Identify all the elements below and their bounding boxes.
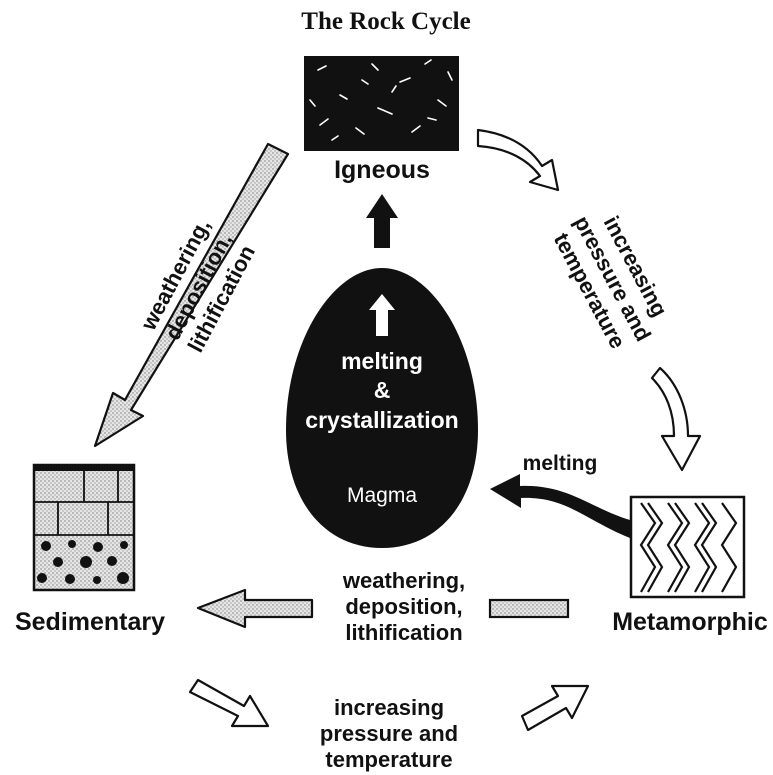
metamorphic-to-middle-bar (488, 598, 570, 619)
bottom-middle-process-line1: weathering, (342, 568, 465, 593)
igneous-rock-image (304, 56, 459, 151)
igneous-label: Igneous (334, 156, 430, 184)
sedimentary-label: Sedimentary (15, 608, 165, 636)
magma-egg (286, 268, 478, 548)
right-to-metamorphic-arrow (650, 366, 702, 472)
magma-process-line3: crystallization (305, 407, 458, 433)
bottom-process-line2: pressure and (320, 721, 458, 746)
metamorphic-rock-image (629, 495, 746, 599)
metamorphic-label: Metamorphic (612, 608, 768, 636)
bottom-process-line3: temperature (325, 747, 452, 772)
bottom-to-metamorphic-arrow (520, 684, 590, 732)
sedimentary-rock-image (32, 463, 136, 592)
melting-label: melting (523, 452, 598, 475)
diagram-title: The Rock Cycle (301, 8, 470, 35)
magma-to-igneous-arrow (366, 194, 398, 248)
bottom-middle-process-line2: deposition, (345, 594, 462, 619)
magma-label: Magma (347, 484, 417, 507)
bottom-middle-process-line3: lithification (345, 620, 462, 645)
igneous-to-sedimentary-arrow (93, 142, 290, 448)
left-process-text: weathering, deposition, lithification (135, 214, 260, 356)
middle-to-sedimentary-arrow (196, 588, 314, 629)
magma-up-arrow (369, 294, 395, 336)
sedimentary-to-bottom-arrow (188, 678, 270, 728)
melting-arrow (490, 474, 630, 538)
magma-process-line1: melting (341, 348, 423, 374)
igneous-to-right-arrow (476, 128, 560, 192)
bottom-process-line1: increasing (334, 695, 444, 720)
right-process-text: increasing pressure and temperature (549, 212, 673, 353)
magma-process-line2: & (374, 377, 391, 403)
